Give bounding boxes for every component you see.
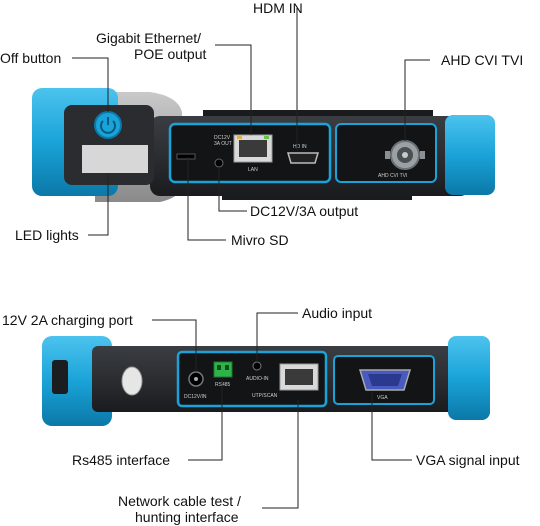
callout-dc-output: DC12V/3A output: [250, 203, 358, 219]
callout-network-line2: hunting interface: [135, 509, 239, 525]
vga-port-icon[interactable]: [360, 370, 410, 390]
audio-jack-icon[interactable]: [253, 362, 261, 370]
dc-out-label-2: 3A OUT: [214, 141, 232, 147]
callout-hdmi-in: HDM IN: [253, 0, 303, 16]
power-button-icon[interactable]: [95, 112, 121, 138]
utp-label: UTP/SCAN: [252, 393, 278, 399]
callout-charging-port: 12V 2A charging port: [2, 312, 133, 328]
callout-led-lights: LED lights: [15, 227, 79, 243]
callout-audio-input: Audio input: [302, 305, 372, 321]
rj45-port-icon[interactable]: [280, 364, 318, 390]
dc-output-jack[interactable]: [215, 159, 223, 167]
callout-micro-sd: Mivro SD: [231, 232, 289, 248]
callout-ethernet-line1: Gigabit Ethernet/: [96, 30, 201, 46]
callout-vga: VGA signal input: [416, 452, 520, 468]
terminal-block-icon[interactable]: [214, 362, 232, 377]
right-bumper: [445, 115, 495, 195]
audio-label: AUDIO-IN: [246, 376, 269, 382]
hdmi-label: HD IN: [293, 144, 307, 150]
callout-off-button: Off button: [0, 50, 61, 66]
callout-rs485: Rs485 interface: [72, 452, 170, 468]
lan-label: LAN: [248, 167, 258, 173]
callout-ethernet-line2: POE output: [134, 46, 206, 62]
bnc-label: AHD CVI TVI: [378, 173, 407, 179]
qc-pass-sticker-icon: [122, 367, 142, 395]
right-bumper-b: [448, 336, 490, 420]
micro-sd-slot[interactable]: [177, 154, 195, 159]
bottom-device: DC12V/IN RS485 AUDIO-IN UTP/SCAN VGA: [42, 313, 490, 508]
led-lights-window: [82, 145, 148, 173]
rs485-label: RS485: [215, 382, 231, 388]
dc-in-label: DC12V/IN: [184, 394, 207, 400]
dc-jack-icon[interactable]: [189, 372, 203, 386]
rj45-port-icon[interactable]: [234, 135, 272, 162]
hdmi-port-icon[interactable]: [288, 153, 318, 163]
callout-ahd-cvi-tvi: AHD CVI TVI: [441, 52, 523, 68]
vga-label: VGA: [377, 395, 388, 401]
callout-network-line1: Network cable test /: [118, 493, 241, 509]
side-vent: [52, 360, 68, 394]
